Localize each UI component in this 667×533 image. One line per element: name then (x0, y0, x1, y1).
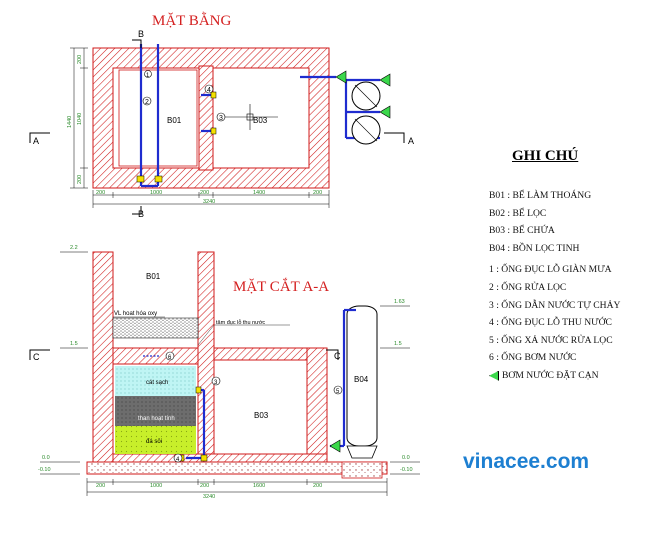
level-2-2: 2.2 (70, 245, 78, 251)
brand-watermark: vinacee.com (463, 450, 590, 473)
pump-icon (379, 73, 391, 87)
layer-label-sand: cát sạch (146, 380, 168, 386)
pump-pad (341, 461, 383, 479)
plan-pipe-tag-2: 2 (145, 99, 149, 106)
section-c-marks (29, 349, 339, 360)
layer-carbon (115, 396, 196, 426)
plan-tank-b03: B03 (253, 116, 268, 125)
section-mark-c-right: C (334, 351, 341, 361)
legend-item-pipe-2: 2 : ỐNG RỬA LỌC (489, 281, 567, 293)
legend-item-b01: B01 : BỂ LÀM THOÁNG (489, 190, 592, 201)
plan-dim-total-vertical: 1440 (67, 116, 73, 128)
oxidation-media (112, 317, 199, 339)
plan-dim-v-3: 200 (77, 175, 83, 184)
pump-icon (489, 370, 499, 381)
plan-pipe-tag-3: 3 (219, 115, 223, 122)
level-0-left: 0.0 (42, 455, 50, 461)
plan-dim-b-4: 200 (313, 190, 322, 196)
callout-collector-pipe: tâm đục lỗ thu nước (216, 319, 265, 326)
section-pipe-tag-5: 5 (336, 389, 340, 395)
plan-pipe-tag-1: 1 (146, 73, 150, 79)
section-dim-b-3: 1600 (253, 483, 265, 489)
section-dim-b-1: 1000 (150, 483, 162, 489)
plan-dim-b-0: 200 (96, 190, 105, 196)
section-pipe-tag-4: 4 (176, 457, 180, 463)
callout-oxy-media: VL hoat hóa oxy (114, 311, 157, 317)
layer-label-gravel: đá sỏi (146, 438, 162, 445)
section-pipe-tag-6: 6 (168, 355, 172, 361)
plan-dim-v-1: 200 (77, 55, 83, 64)
layer-sand (115, 366, 196, 396)
legend-item-pump: BƠM NƯỚC ĐẶT CẠN (489, 367, 661, 385)
plan-dim-total: 3240 (203, 199, 215, 205)
legend-item-b03: B03 : BỂ CHỨA (489, 225, 555, 237)
plan-dims-vertical (70, 47, 88, 189)
legend-item-pipe-3: 3 : ỐNG DẪN NƯỚC TỰ CHẢY (489, 299, 621, 311)
legend-item-b02: B02 : BỂ LỌC (489, 207, 547, 219)
level-1-5-left: 1.5 (70, 341, 78, 347)
section-mark-a-right: A (408, 136, 414, 146)
section-mark-b-top: B (138, 29, 144, 39)
section-mark-a-left: A (33, 136, 39, 146)
level-1-5-right: 1.5 (394, 341, 402, 347)
plan-dim-b-1: 1000 (150, 190, 162, 196)
section-dim-b-2: 200 (200, 483, 209, 489)
plan-tank-b01: B01 (167, 116, 182, 125)
section-dim-b-4: 200 (313, 483, 322, 489)
plan-pipe-joints (136, 91, 217, 183)
section-mark-c-left: C (33, 352, 40, 362)
legend-item-pipe-4: 4 : ỐNG ĐỤC LỖ THU NƯỚC (489, 317, 612, 329)
layer-label-carbon: than hoạt tính (138, 416, 175, 422)
pump-icon (329, 439, 341, 453)
plan-dim-v-2: 1040 (77, 113, 83, 125)
plan-title: MẶT BẰNG (152, 13, 232, 29)
legend-title: GHI CHÚ (512, 148, 579, 164)
section-tank-b03: B03 (254, 411, 269, 420)
legend-panel: GHI CHÚ B01 : BỂ LÀM THOÁNG B02 : BỂ LỌC… (486, 148, 661, 385)
plan-pumps (335, 70, 391, 145)
plan-dim-b-2: 200 (200, 190, 209, 196)
section-dims-bottom (86, 478, 388, 496)
center-marker (222, 104, 278, 130)
legend-item-pipe-1: 1 : ỐNG ĐỤC LỖ GIÀN MƯA (489, 264, 612, 276)
section-dim-total: 3240 (203, 494, 215, 500)
section-pipe-tags (165, 351, 343, 463)
section-tank-b01: B01 (146, 272, 161, 281)
plan-pipe-tag-4: 4 (207, 87, 211, 94)
legend-item-pipe-6: 6 : ỐNG BƠM NƯỚC (489, 352, 577, 364)
layer-gravel (115, 426, 196, 454)
pump-icon (379, 105, 391, 119)
section-title: MẶT CẮT A-A (233, 279, 330, 295)
section-mark-b-bottom: B (138, 209, 144, 219)
level-1-63: 1.63 (394, 299, 405, 305)
section-view: 2.2 1.5 1.5 1.63 0.0 0.0 -0.10 -0.10 C C… (29, 245, 420, 500)
filter-vessel-b04 (346, 305, 378, 459)
plan-walls (92, 47, 330, 189)
plan-pipe-tags (142, 70, 226, 122)
level-0-right: 0.0 (402, 455, 410, 461)
legend-list: B01 : BỂ LÀM THOÁNG B02 : BỂ LỌC B03 : B… (489, 187, 661, 385)
legend-item-b04: B04 : BỒN LỌC TINH (489, 242, 580, 254)
pump-icon (335, 70, 347, 84)
level-neg-left: -0.10 (38, 467, 51, 473)
legend-pump-label: BƠM NƯỚC ĐẶT CẠN (502, 369, 599, 381)
section-dim-b-0: 200 (96, 483, 105, 489)
level-markers (40, 251, 420, 475)
plan-dims-bottom (92, 190, 330, 208)
section-tank-b04: B04 (354, 375, 369, 384)
section-pipe-tag-3: 3 (214, 380, 218, 386)
plan-dim-b-3: 1400 (253, 190, 265, 196)
plan-view: A A B B B01 B03 2 1 3 4 1440 200 1040 20 (29, 29, 414, 219)
level-neg-right: -0.10 (400, 467, 413, 473)
plan-section-marks (29, 39, 405, 215)
legend-item-pipe-5: 5 : ỐNG XẢ NƯỚC RỬA LỌC (489, 334, 613, 346)
